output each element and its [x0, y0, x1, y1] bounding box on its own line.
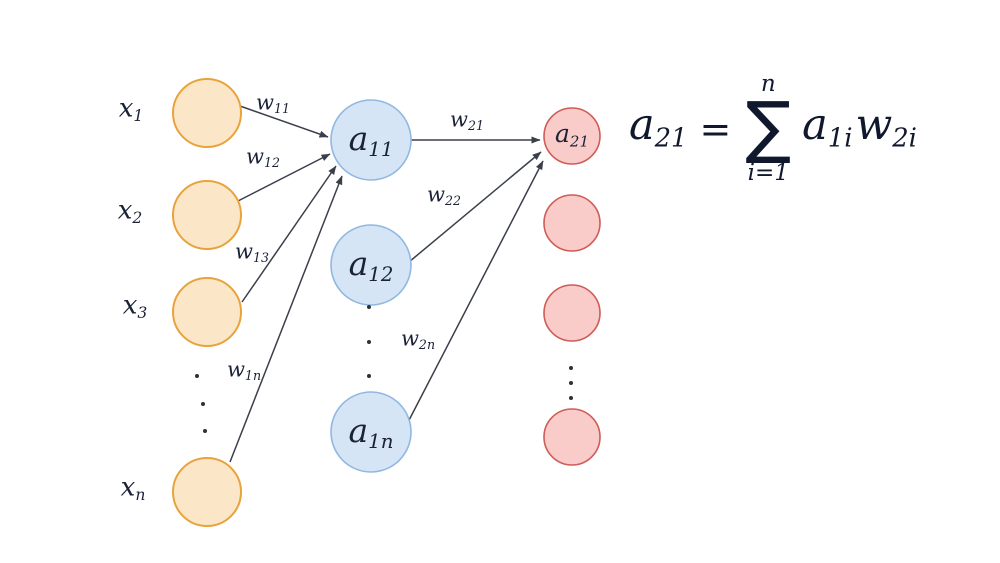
subscript: n [135, 486, 146, 505]
node-xn-circle [172, 457, 242, 527]
hidden-layer [330, 99, 412, 473]
label-a12: a12 [349, 247, 394, 285]
edge-x1-a11 [239, 105, 329, 138]
node-x1-circle [172, 78, 242, 148]
node-a21-circle [543, 107, 601, 165]
hidden-ellipsis-dots [367, 305, 371, 378]
node-a11-circle [330, 99, 412, 181]
subscript: 1i [827, 124, 853, 155]
node-a1n-circle [330, 391, 412, 473]
dot [201, 402, 205, 406]
formula: a21 = n ∑ i=1 a1i w2i [629, 71, 917, 186]
subscript: 21 [467, 118, 485, 134]
base: a [629, 100, 655, 151]
label-a21: a21 [555, 121, 589, 150]
sigma-symbol: ∑ [745, 88, 792, 168]
dot [367, 305, 371, 309]
node-output2-circle [543, 194, 601, 252]
formula-term-w2i: w2i [855, 104, 916, 153]
input-layer [172, 78, 242, 527]
base: a [802, 100, 828, 151]
subscript: 1n [244, 368, 262, 384]
weight-label-w22: w22 [427, 184, 461, 207]
base: x [118, 93, 134, 124]
base: a [348, 411, 369, 451]
subscript: 2i [892, 124, 917, 155]
base: w [855, 100, 893, 151]
label-a1n: a1n [348, 414, 393, 452]
label-a11: a11 [349, 122, 394, 160]
subscript: 2 [132, 209, 143, 228]
node-output3-circle [543, 284, 601, 342]
subscript: 11 [273, 101, 291, 117]
subscript: 11 [368, 138, 394, 162]
edge-xn-a11 [229, 175, 343, 463]
dot [367, 374, 371, 378]
weight-label-w21: w21 [450, 109, 484, 132]
formula-term-a1i: a1i [802, 104, 852, 153]
base: w [234, 239, 253, 264]
equals-sign: = [699, 106, 732, 151]
edge-x3-a11 [241, 165, 337, 303]
node-x2-circle [172, 180, 242, 250]
subscript: 22 [444, 193, 462, 209]
summation: n ∑ i=1 [745, 71, 791, 186]
edges-hidden-output [405, 136, 544, 427]
base: w [226, 357, 245, 382]
edge-a12-a21 [408, 151, 542, 263]
node-output4-circle [543, 408, 601, 466]
base: w [426, 182, 445, 207]
base: a [348, 244, 369, 284]
subscript: 13 [252, 250, 270, 266]
label-x2: x2 [118, 197, 143, 226]
subscript: 3 [137, 304, 148, 323]
sum-lower-bound: i=1 [747, 159, 789, 186]
subscript: 2n [418, 337, 436, 353]
base: x [122, 290, 138, 321]
dot [569, 396, 573, 400]
subscript: 12 [368, 263, 394, 287]
base: x [120, 472, 136, 503]
dot [367, 340, 371, 344]
subscript: 21 [654, 124, 688, 155]
edge-x2-a11 [237, 153, 331, 202]
weight-label-w11: w11 [256, 92, 290, 115]
dot [569, 381, 573, 385]
subscript: 1n [368, 430, 394, 454]
weight-label-w1n: w1n [227, 359, 261, 382]
label-x1: x1 [119, 95, 144, 124]
weight-label-w13: w13 [235, 241, 269, 264]
dot [569, 366, 573, 370]
subscript: 12 [263, 155, 281, 171]
label-x3: x3 [123, 292, 148, 321]
output-ellipsis-dots [569, 366, 573, 400]
input-ellipsis-dots [195, 374, 207, 433]
subscript: 21 [569, 132, 589, 151]
dot [203, 429, 207, 433]
base: w [400, 326, 419, 351]
edges-input-hidden [229, 105, 343, 463]
base: w [449, 107, 468, 132]
weight-label-w12: w12 [246, 146, 280, 169]
base: w [255, 90, 274, 115]
formula-lhs: a21 [629, 104, 687, 153]
weight-label-w2n: w2n [401, 328, 435, 351]
node-x3-circle [172, 277, 242, 347]
subscript: 1 [133, 107, 144, 126]
label-xn: xn [121, 474, 146, 503]
dot [195, 374, 199, 378]
base: a [555, 118, 570, 148]
base: a [348, 119, 369, 159]
edge-a1n-a21 [405, 160, 544, 427]
node-a12-circle [330, 224, 412, 306]
sum-upper-bound: n [760, 71, 776, 97]
output-layer [543, 107, 601, 466]
base: x [117, 195, 133, 226]
base: w [245, 144, 264, 169]
